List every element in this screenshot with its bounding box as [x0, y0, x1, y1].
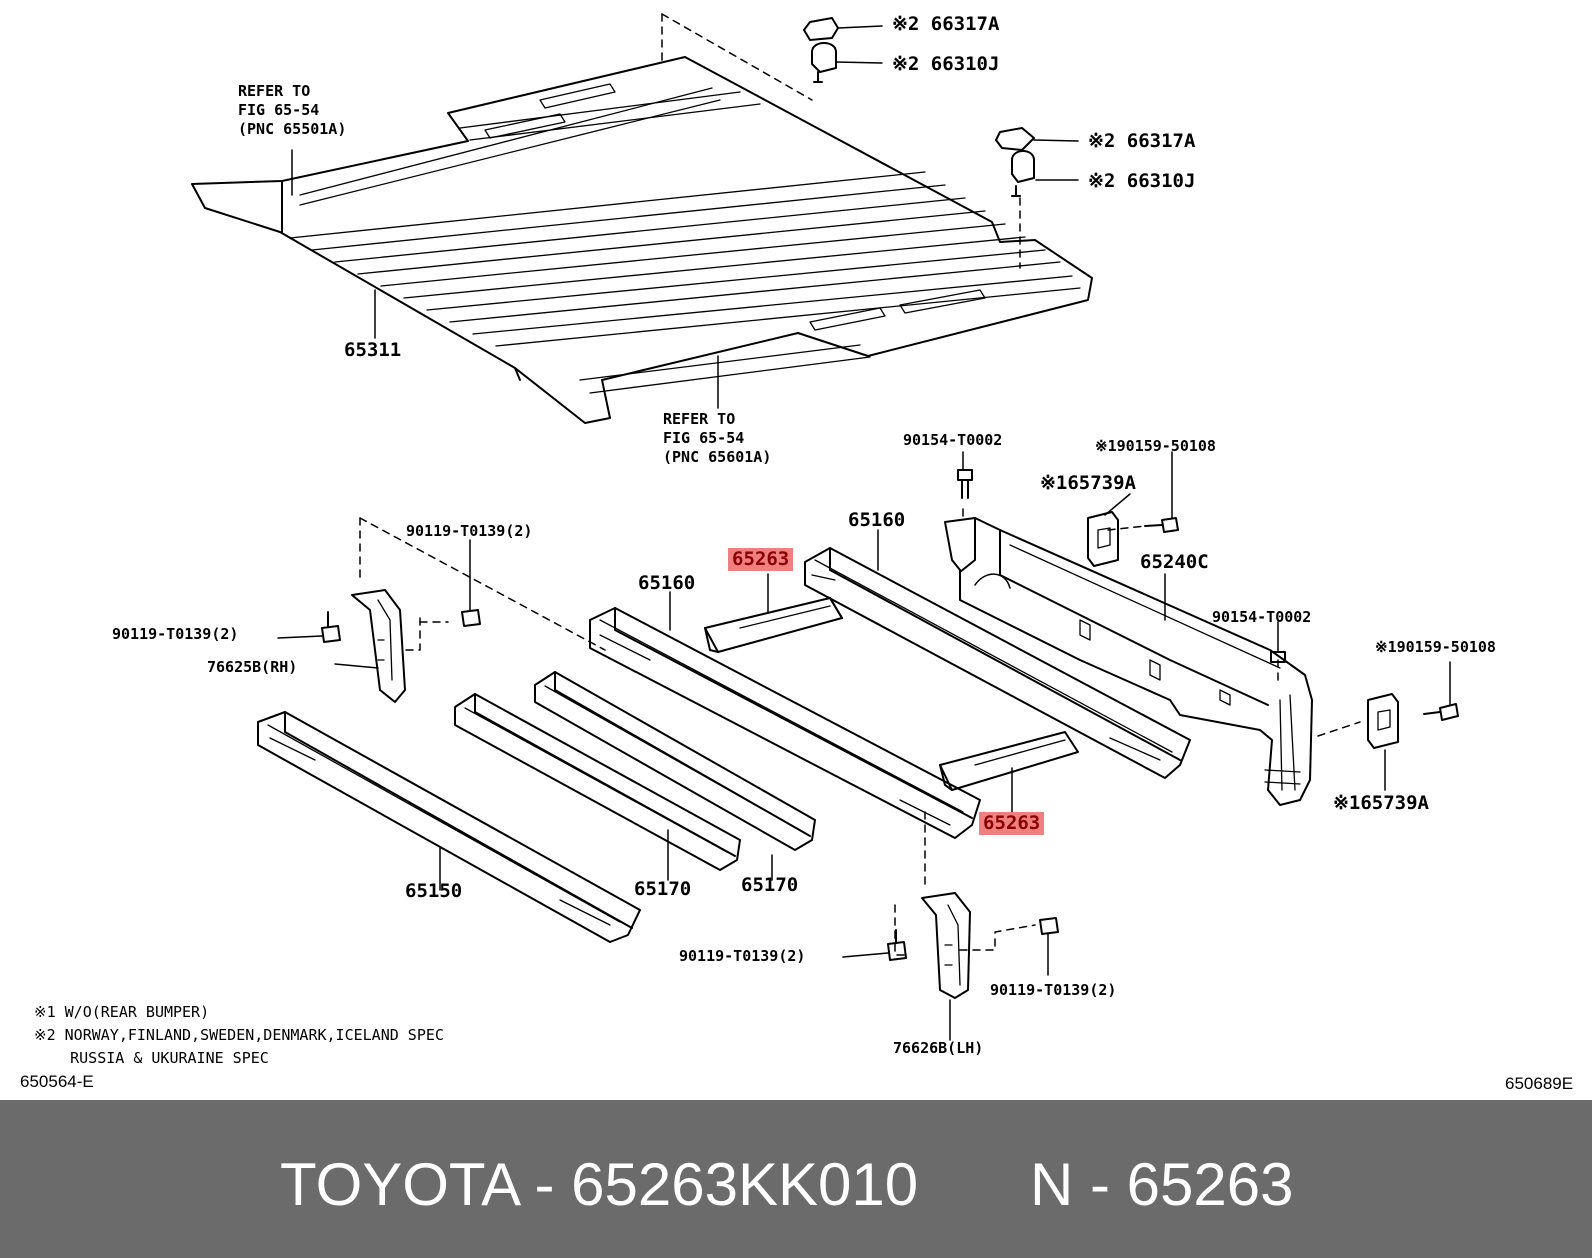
- diagram-drawing: [191, 13, 1459, 1041]
- label-65263-bottom-highlighted: 65263: [979, 812, 1045, 835]
- label-165739A-top: ※165739A: [1040, 472, 1136, 494]
- bolt-90154-mid: [1270, 621, 1286, 663]
- label-65170-b: 65170: [741, 874, 799, 896]
- label-90154-top: 90154-T0002: [903, 431, 1003, 449]
- crossmember-65263-bottom: [939, 731, 1079, 791]
- label-90154-mid: 90154-T0002: [1212, 608, 1312, 626]
- cap-and-hook-top: [803, 17, 883, 83]
- bolt-190159-right: [1423, 661, 1459, 721]
- label-refer-bottom: REFER TO FIG 65-54 (PNC 65601A): [663, 410, 772, 466]
- label-190159-top: ※190159-50108: [1095, 437, 1216, 455]
- bolt-190159-top: [1144, 451, 1179, 533]
- bolt-90119-top: [461, 539, 481, 627]
- label-65160-left: 65160: [638, 572, 696, 594]
- label-190159-right: ※190159-50108: [1375, 638, 1496, 656]
- bracket-165739A-right: [1367, 693, 1399, 791]
- label-76625B: 76625B(RH): [207, 658, 298, 676]
- parts-diagram: ※2 66317A ※2 66310J ※2 66317A ※2 66310J …: [20, 13, 1574, 1093]
- bolt-90119-bottom-left: [887, 929, 907, 961]
- label-65240C: 65240C: [1140, 551, 1209, 573]
- side-member-65240C: [944, 517, 1313, 806]
- label-65311: 65311: [344, 339, 402, 361]
- label-66317A-top: ※2 66317A: [892, 13, 1000, 35]
- rail-65170-a: [534, 671, 816, 851]
- label-refer-top: REFER TO FIG 65-54 (PNC 65501A): [238, 82, 347, 138]
- footnote-3: RUSSIA & UKURAINE SPEC: [34, 1049, 269, 1067]
- bracket-165739A-top: [1087, 511, 1119, 567]
- footer-pnc: N - 65263: [1030, 1151, 1294, 1218]
- label-65263-top-highlighted: 65263: [728, 548, 794, 571]
- cap-and-hook-mid: [995, 127, 1079, 197]
- rail-65150: [257, 711, 641, 943]
- figure-code-left: 650564-E: [20, 1072, 94, 1091]
- bolt-90119-bottom-right: [1039, 917, 1059, 976]
- label-66310J-mid: ※2 66310J: [1088, 170, 1196, 192]
- rail-65170-b: [454, 693, 741, 871]
- label-66317A-mid: ※2 66317A: [1088, 130, 1196, 152]
- bracket-76626B: [921, 892, 971, 999]
- leader-lines: [277, 149, 1166, 1041]
- floor-panel-65311: [191, 56, 1093, 424]
- label-76626B: 76626B(LH): [893, 1039, 984, 1057]
- footnote-1: ※1 W/O(REAR BUMPER): [34, 1003, 210, 1021]
- bracket-76625B: [351, 589, 406, 703]
- label-65160-right: 65160: [848, 509, 906, 531]
- label-66310J-top: ※2 66310J: [892, 53, 1000, 75]
- label-90119-top: 90119-T0139(2): [406, 522, 533, 540]
- label-65150: 65150: [405, 880, 463, 902]
- bolt-90154-top: [957, 469, 973, 499]
- label-90119-bottom-right: 90119-T0139(2): [990, 981, 1117, 999]
- figure-code-right: 650689E: [1505, 1074, 1574, 1093]
- label-65170-a: 65170: [634, 878, 692, 900]
- label-90119-bottom-left: 90119-T0139(2): [679, 947, 806, 965]
- rail-65160-left: [589, 607, 981, 839]
- label-90119-left: 90119-T0139(2): [112, 625, 239, 643]
- crossmember-65263-top: [704, 597, 843, 653]
- rail-65160-right: [804, 547, 1191, 779]
- dashed-lines: [359, 13, 1361, 956]
- footer-part-number: TOYOTA - 65263KK010: [280, 1151, 919, 1218]
- footnote-2: ※2 NORWAY,FINLAND,SWEDEN,DENMARK,ICELAND…: [34, 1026, 444, 1044]
- bolt-90119-left: [321, 611, 341, 643]
- footer-bar: [0, 1100, 1592, 1258]
- label-165739A-bottom: ※165739A: [1333, 792, 1429, 814]
